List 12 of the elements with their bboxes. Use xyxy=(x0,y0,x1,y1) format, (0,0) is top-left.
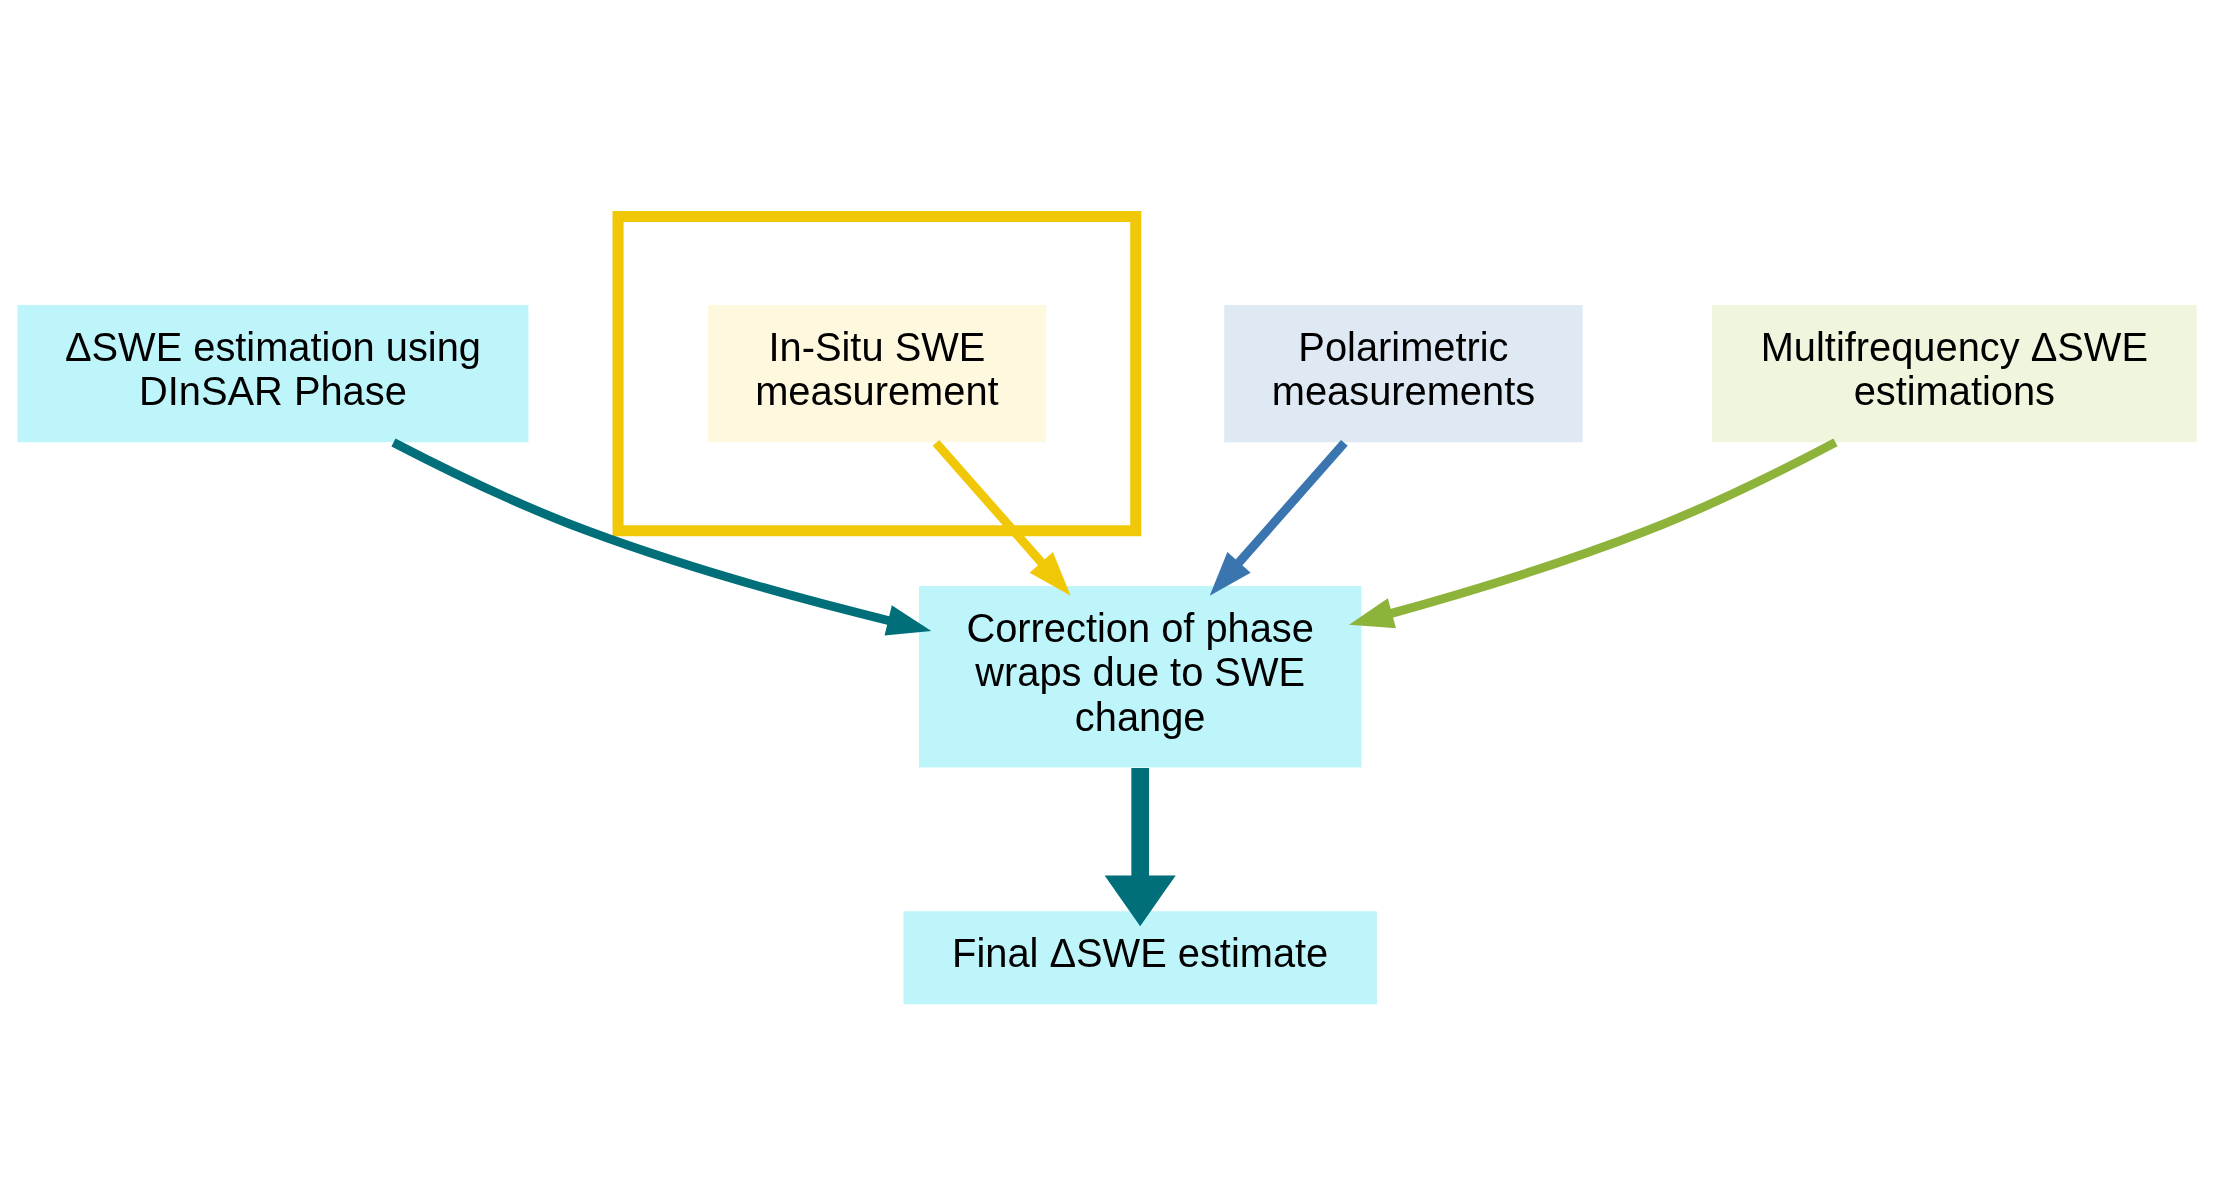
node-box: Final ΔSWE estimate xyxy=(903,910,1377,1004)
node-box: Correction of phase wraps due to SWE change xyxy=(918,585,1362,767)
node-box: Polarimetric measurements xyxy=(1224,304,1583,442)
arrow xyxy=(391,438,932,636)
node-box: In-Situ SWE measurement xyxy=(707,304,1047,442)
node-box: Multifrequency ΔSWE estimations xyxy=(1712,304,2197,442)
arrow xyxy=(1209,439,1348,596)
arrow xyxy=(1104,767,1176,926)
cluster xyxy=(612,210,1142,536)
arrow xyxy=(932,439,1071,596)
arrow xyxy=(1349,437,1838,628)
node-box: ΔSWE estimation using DInSAR Phase xyxy=(17,304,529,442)
